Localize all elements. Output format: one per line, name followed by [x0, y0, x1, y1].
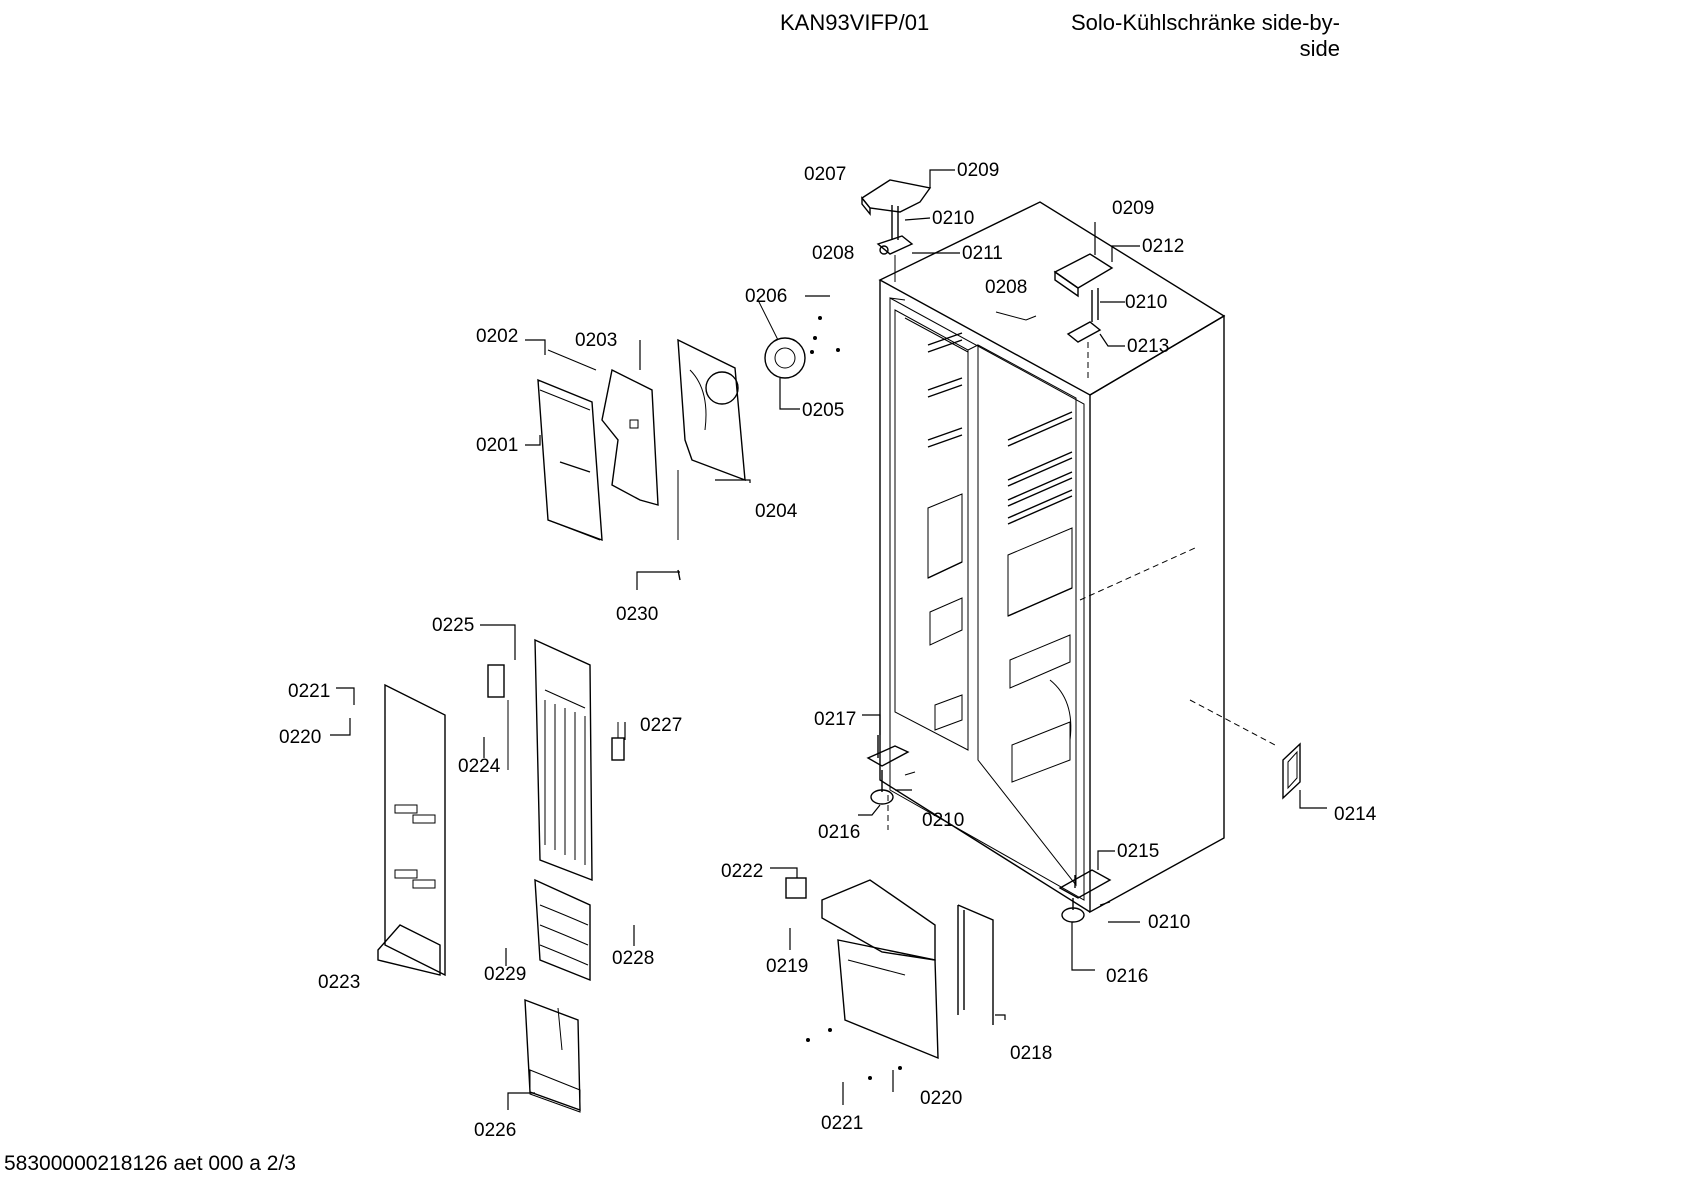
part-label: 0230 [616, 604, 658, 625]
part-label: 0215 [1117, 841, 1159, 862]
part-label: 0222 [721, 861, 763, 882]
document-title-line1: Solo-Kühlschränke side-by- [1070, 10, 1340, 35]
part-label: 0221 [821, 1113, 863, 1134]
part-label: 0207 [804, 164, 846, 185]
part-label: 0205 [802, 400, 844, 421]
part-label: 0225 [432, 615, 474, 636]
part-label: 0210 [922, 810, 964, 831]
part-labels: 0207 0209 0210 0208 0211 0206 0209 0212 … [279, 160, 1377, 1141]
part-label: 0210 [932, 208, 974, 229]
part-label: 0217 [814, 709, 856, 730]
part-label: 0220 [279, 727, 321, 748]
part-label: 0211 [962, 243, 1003, 264]
part-label: 0210 [1125, 292, 1167, 313]
top-hinge-right [995, 253, 1114, 382]
part-label: 0212 [1142, 236, 1184, 257]
part-label: 0206 [745, 286, 787, 307]
bottom-hinge-right [1058, 869, 1112, 923]
part-label: 0209 [957, 160, 999, 181]
fridge-cabinet [878, 201, 1276, 914]
freezer-shelves [927, 332, 963, 731]
part-label: 0220 [920, 1088, 962, 1109]
part-label: 0218 [1010, 1043, 1052, 1064]
part-label: 0204 [755, 501, 798, 522]
part-label: 0221 [288, 681, 330, 702]
model-number: KAN93VIFP/01 [780, 10, 930, 35]
part-label: 0224 [458, 756, 501, 777]
freezer-evaporator-assembly [377, 638, 625, 1113]
part-label: 0203 [575, 330, 617, 351]
part-label: 0228 [612, 948, 654, 969]
document-title: Solo-Kühlschränke side-by- side [1040, 10, 1340, 62]
control-box-part [1282, 742, 1301, 800]
document-title-line2: side [1299, 36, 1340, 61]
lower-duct-assembly [785, 877, 994, 1080]
part-label: 0227 [640, 715, 682, 736]
fridge-shelves [1007, 411, 1073, 783]
part-label: 0216 [1106, 966, 1148, 987]
part-label: 0209 [1112, 198, 1154, 219]
document-id: 58300000218126 aet 000 a 2/3 [4, 1152, 296, 1175]
bottom-hinge-left [866, 735, 916, 805]
part-label: 0213 [1127, 336, 1169, 357]
part-label: 0208 [812, 243, 854, 264]
part-label: 0216 [818, 822, 860, 843]
part-label: 0219 [766, 956, 808, 977]
top-hinge-left [860, 179, 932, 282]
part-label: 0226 [474, 1120, 516, 1141]
leader-lines [330, 169, 1327, 1110]
part-label: 0202 [476, 326, 518, 347]
part-label: 0208 [985, 277, 1027, 298]
part-label: 0214 [1334, 804, 1377, 825]
part-label: 0229 [484, 964, 526, 985]
evaporator-cover-assembly [537, 299, 840, 542]
part-label: 0201 [476, 435, 518, 456]
part-label: 0223 [318, 972, 360, 993]
part-label: 0210 [1148, 912, 1190, 933]
